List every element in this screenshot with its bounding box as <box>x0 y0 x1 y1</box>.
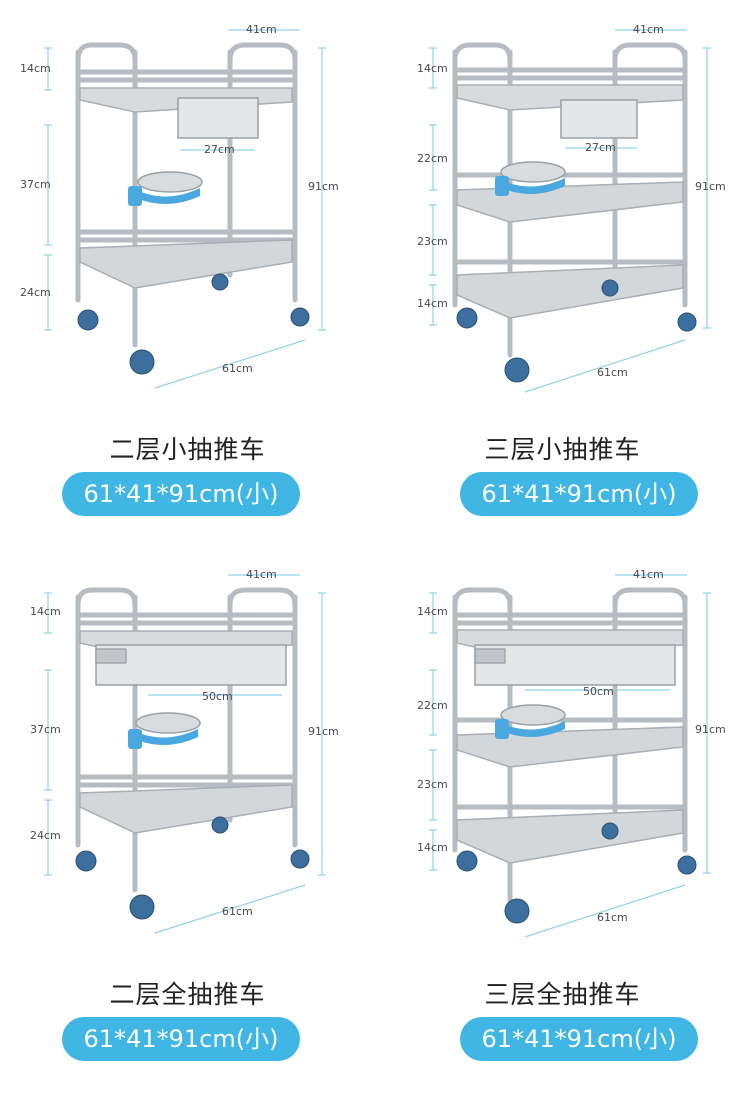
product-title: 三层小抽推车 <box>484 435 641 464</box>
dim-section-2: 24cm <box>20 286 51 299</box>
dim-drawer: 50cm <box>583 685 614 698</box>
dim-drawer: 27cm <box>204 143 235 156</box>
dim-width: 41cm <box>246 23 277 36</box>
cart-illustration: 14cm 37cm 24cm 91cm 41cm 27cm 61cm <box>20 23 339 389</box>
product-title: 三层全抽推车 <box>484 980 641 1009</box>
dim-section-1: 37cm <box>20 178 51 191</box>
dim-length: 61cm <box>597 911 628 924</box>
product-photo[interactable]: 14cm 22cm 23cm 14cm 91cm 41cm 50cm 61cm <box>375 545 750 955</box>
product-photo[interactable]: 14cm 22cm 23cm 14cm 91cm 41cm 27cm 61cm <box>375 0 750 410</box>
dim-width: 41cm <box>633 23 664 36</box>
cart-illustration: 14cm 22cm 23cm 14cm 91cm 41cm 27cm 61cm <box>417 23 726 393</box>
dim-length: 61cm <box>597 366 628 379</box>
dim-height: 91cm <box>695 723 726 736</box>
dim-height: 91cm <box>308 180 339 193</box>
dim-section-0: 14cm <box>20 62 51 75</box>
dim-height: 91cm <box>695 180 726 193</box>
cart-illustration: 14cm 22cm 23cm 14cm 91cm 41cm 50cm 61cm <box>417 568 726 938</box>
product-card-two-tier-small-drawer[interactable]: 14cm 37cm 24cm 91cm 41cm 27cm 61cm 二层小抽推… <box>0 0 375 545</box>
product-title: 二层小抽推车 <box>109 435 266 464</box>
dim-section-2: 23cm <box>417 778 448 791</box>
dim-drawer: 27cm <box>585 141 616 154</box>
dim-section-0: 14cm <box>417 62 448 75</box>
dim-drawer: 50cm <box>202 690 233 703</box>
product-photo[interactable]: 14cm 37cm 24cm 91cm 41cm 27cm 61cm <box>0 0 375 410</box>
dim-section-0: 14cm <box>417 605 448 618</box>
size-badge[interactable]: 61*41*91cm(小) <box>460 1017 698 1061</box>
dim-section-3: 14cm <box>417 841 448 854</box>
product-card-two-tier-full-drawer[interactable]: 14cm 37cm 24cm 91cm 41cm 50cm 61cm 二层全抽推… <box>0 545 375 1090</box>
size-badge[interactable]: 61*41*91cm(小) <box>460 472 698 516</box>
dim-section-3: 14cm <box>417 297 448 310</box>
dim-section-1: 22cm <box>417 152 448 165</box>
product-title: 二层全抽推车 <box>109 980 266 1009</box>
dim-section-1: 37cm <box>30 723 61 736</box>
size-badge[interactable]: 61*41*91cm(小) <box>62 472 300 516</box>
dim-section-2: 24cm <box>30 829 61 842</box>
dim-section-0: 14cm <box>30 605 61 618</box>
product-photo[interactable]: 14cm 37cm 24cm 91cm 41cm 50cm 61cm <box>0 545 375 955</box>
cart-illustration: 14cm 37cm 24cm 91cm 41cm 50cm 61cm <box>30 568 339 934</box>
dim-height: 91cm <box>308 725 339 738</box>
product-card-three-tier-small-drawer[interactable]: 14cm 22cm 23cm 14cm 91cm 41cm 27cm 61cm … <box>375 0 750 545</box>
dim-length: 61cm <box>222 362 253 375</box>
product-card-three-tier-full-drawer[interactable]: 14cm 22cm 23cm 14cm 91cm 41cm 50cm 61cm … <box>375 545 750 1090</box>
dim-section-1: 22cm <box>417 699 448 712</box>
size-badge[interactable]: 61*41*91cm(小) <box>62 1017 300 1061</box>
dim-length: 61cm <box>222 905 253 918</box>
dim-section-2: 23cm <box>417 235 448 248</box>
dim-width: 41cm <box>246 568 277 581</box>
dim-width: 41cm <box>633 568 664 581</box>
